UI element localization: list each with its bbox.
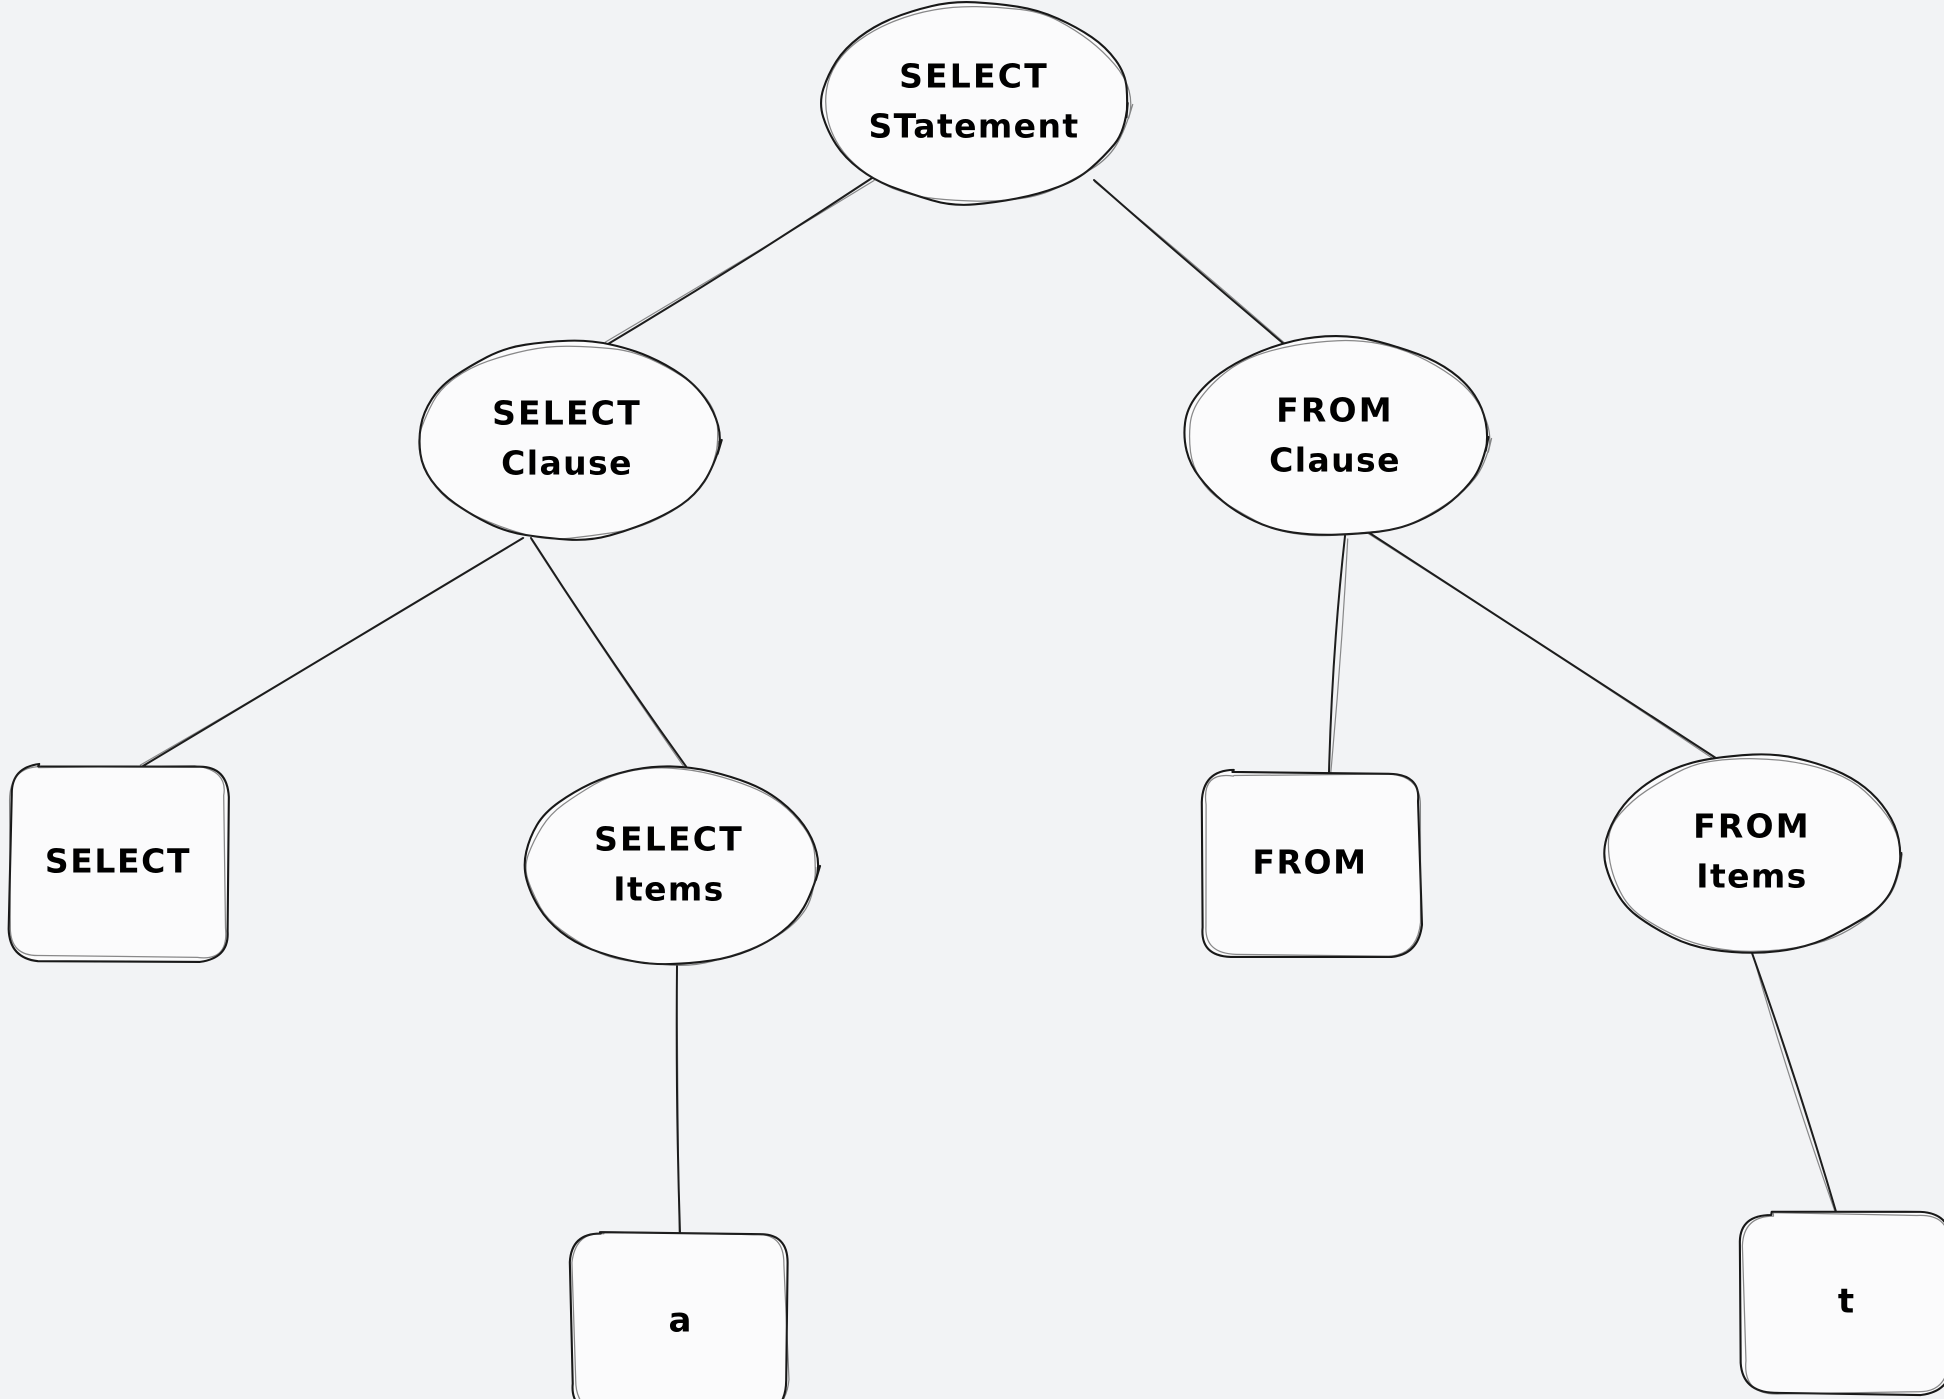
edge-select-statement-to-from-clause: [1093, 179, 1287, 345]
node-from-terminal[interactable]: FROM: [1200, 768, 1424, 959]
node-outline-ghost: [1607, 758, 1903, 952]
edge-stroke: [607, 177, 873, 345]
node-outline-ghost: [1188, 339, 1493, 537]
node-label-line: t: [1838, 1282, 1854, 1322]
node-outline-ghost: [1741, 1211, 1944, 1395]
node-outline: [820, 1, 1129, 206]
node-outline: [523, 765, 822, 966]
node-label-line: Items: [1696, 857, 1807, 896]
node-from-clause[interactable]: FROM Clause: [1183, 335, 1493, 537]
edge-stroke-ghost: [530, 538, 689, 774]
node-label-line: SELECT: [45, 842, 191, 881]
node-label-line: SELECT: [594, 820, 744, 859]
edge-from-clause-to-from-terminal: [1328, 535, 1349, 774]
edge-stroke-ghost: [139, 537, 525, 766]
node-label-line: Items: [613, 870, 724, 909]
node-label-line: FROM: [1276, 391, 1394, 430]
edge-select-statement-to-select-clause: [604, 177, 875, 345]
node-outline-ghost: [825, 5, 1134, 202]
node-select-items[interactable]: SELECT Items: [523, 765, 822, 967]
edge-stroke-ghost: [1330, 538, 1349, 774]
node-label-line: Clause: [501, 444, 633, 483]
edge-stroke-ghost: [1093, 180, 1287, 345]
edge-stroke-ghost: [604, 179, 875, 343]
node-select-statement[interactable]: SELECT STatement: [820, 1, 1134, 206]
node-from-items[interactable]: FROM Items: [1603, 753, 1903, 954]
edge-from-clause-to-from-items: [1366, 531, 1723, 766]
edge-select-items-to-leaf-a: [675, 965, 681, 1234]
node-label-line: SELECT: [899, 57, 1049, 96]
edge-stroke: [1751, 952, 1838, 1216]
node-label-line: a: [669, 1301, 692, 1341]
node-leaf-a[interactable]: a: [568, 1231, 790, 1399]
edge-stroke: [530, 537, 691, 773]
node-outline: [1738, 1210, 1944, 1397]
edge-stroke: [1328, 535, 1346, 773]
edges-layer: [139, 177, 1838, 1234]
node-outline-ghost: [571, 1231, 790, 1399]
node-outline: [418, 339, 723, 541]
edge-stroke-ghost: [1366, 532, 1723, 766]
edge-from-items-to-leaf-t: [1751, 952, 1838, 1219]
node-select-clause[interactable]: SELECT Clause: [418, 339, 723, 541]
node-select-terminal[interactable]: SELECT: [7, 762, 230, 963]
node-leaf-t[interactable]: t: [1738, 1210, 1944, 1397]
node-outline: [568, 1231, 789, 1399]
node-label-line: Clause: [1269, 441, 1401, 480]
node-outline-ghost: [418, 345, 719, 540]
edge-stroke-ghost: [676, 965, 680, 1234]
node-outline: [1183, 335, 1490, 536]
node-outline-ghost: [525, 767, 817, 967]
nodes-layer: SELECTSTatementSELECTClauseFROMClauseSEL…: [7, 1, 1944, 1399]
node-label-line: SELECT: [492, 394, 642, 433]
edge-select-clause-to-select-items: [530, 537, 691, 774]
node-outline-ghost: [8, 765, 227, 959]
node-label-line: STatement: [868, 107, 1079, 146]
edge-stroke-ghost: [1752, 955, 1838, 1219]
node-label-line: FROM: [1693, 807, 1811, 846]
node-outline-ghost: [1204, 773, 1422, 957]
node-label-line: FROM: [1252, 843, 1367, 882]
edge-select-clause-to-select-terminal: [139, 537, 525, 767]
